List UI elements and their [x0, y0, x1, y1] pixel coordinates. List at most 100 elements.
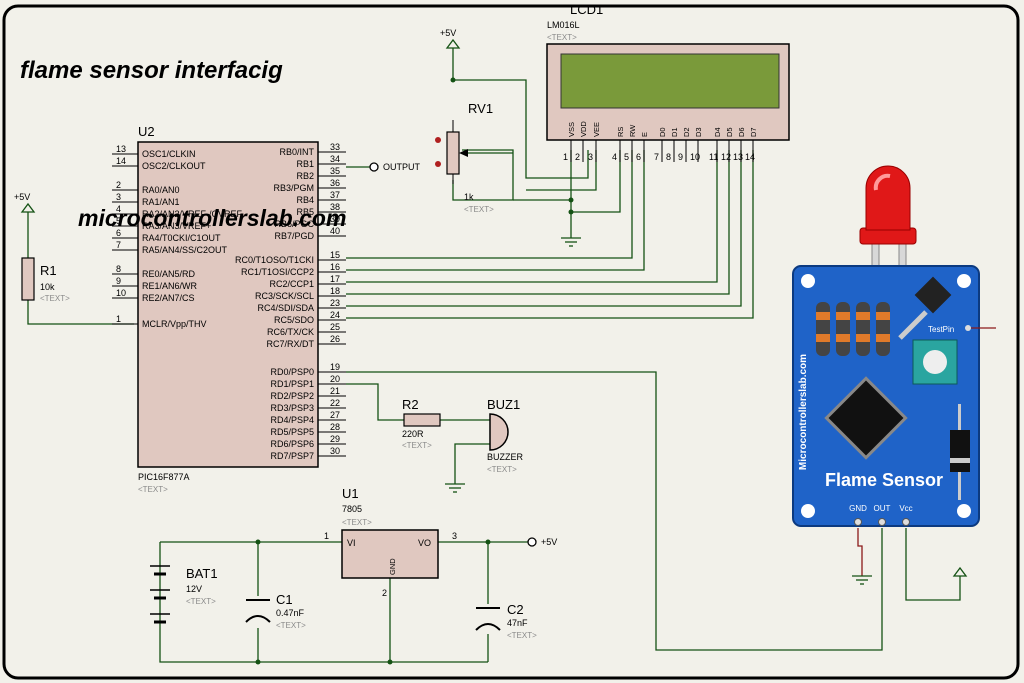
- mcu-pin-name: RD5/PSP5: [270, 427, 314, 437]
- mcu-pin-number: 25: [330, 322, 340, 332]
- module-pin-label: OUT: [874, 504, 891, 513]
- mcu-pin-name: RA2/AN2/VREF-/CVREF: [142, 209, 243, 219]
- u1-gnd: GND: [388, 558, 397, 575]
- r2-value: 220R: [402, 429, 424, 439]
- resistor-r2: R2 220R <TEXT>: [402, 397, 441, 450]
- mcu-pin-number: 36: [330, 178, 340, 188]
- mcu-pin-name: RE0/AN5/RD: [142, 269, 196, 279]
- mcu-pin-name: RE1/AN6/WR: [142, 281, 198, 291]
- mcu-pin-number: 20: [330, 374, 340, 384]
- mcu-pin-number: 15: [330, 250, 340, 260]
- u1-pin-gnd: 2: [382, 588, 387, 598]
- module-title: Flame Sensor: [825, 470, 943, 490]
- sheet-border: [2, 4, 1020, 680]
- mcu-pin-number: 28: [330, 422, 340, 432]
- lcd-pin-name: VEE: [592, 122, 601, 137]
- lcd-pin-number: 2: [575, 152, 580, 162]
- lcd-pin-number: 11: [709, 152, 718, 162]
- mcu-pin-number: 7: [116, 240, 121, 250]
- u2-text-tag: <TEXT>: [138, 485, 168, 494]
- r1-text-tag: <TEXT>: [40, 294, 70, 303]
- mcu-pin-number: 23: [330, 298, 340, 308]
- mcu-pin-number: 34: [330, 154, 340, 164]
- c2-value: 47nF: [507, 618, 528, 628]
- c2-ref: C2: [507, 602, 524, 617]
- lcd-pin-name: RS: [616, 127, 625, 137]
- junctions: [255, 77, 574, 665]
- vcc-symbol-r1: +5V: [14, 192, 36, 213]
- module-pin-header: [878, 518, 886, 526]
- r1-ref: R1: [40, 263, 57, 278]
- mcu-pin-name: RD7/PSP7: [270, 451, 314, 461]
- ground-symbol-sensor: [852, 575, 872, 585]
- transistor-icon: [914, 276, 952, 314]
- mcu-pin-number: 27: [330, 410, 340, 420]
- bat1-text-tag: <TEXT>: [186, 597, 216, 606]
- mcu-pin-number: 40: [330, 226, 340, 236]
- lcd-pin-number: 1: [563, 152, 568, 162]
- mcu-pin-number: 19: [330, 362, 340, 372]
- mcu-pin-name: RB0/INT: [279, 147, 314, 157]
- module-brand: Microcontrollerslab.com: [798, 354, 809, 470]
- mcu-pin-number: 39: [330, 214, 340, 224]
- lcd-pin-number: 12: [721, 152, 731, 162]
- u1-vi: VI: [347, 538, 356, 548]
- ground-symbol-buzzer: [445, 483, 465, 493]
- mcu-pin-name: RE2/AN7/CS: [142, 293, 195, 303]
- buz1-text-tag: <TEXT>: [487, 465, 517, 474]
- lcd-pin-name: D5: [725, 127, 734, 137]
- lcd-pin-number: 7: [654, 152, 659, 162]
- mcu-pin-name: RB3/PGM: [273, 183, 314, 193]
- lcd-pin-number: 4: [612, 152, 617, 162]
- flame-sensor-module: TestPin Microcontrollerslab.com Flame Se…: [792, 165, 996, 527]
- mcu-pin-number: 38: [330, 202, 340, 212]
- u2-part: PIC16F877A: [138, 472, 190, 482]
- output-label: OUTPUT: [383, 162, 421, 172]
- mcu-pin-name: RB5: [296, 207, 314, 217]
- ground-symbol-lcd: [561, 237, 581, 247]
- mcu-pin-number: 13: [116, 144, 126, 154]
- lcd-pin-number: 14: [745, 152, 755, 162]
- mcu-pin-number: 10: [116, 288, 126, 298]
- mcu-pin-number: 17: [330, 274, 340, 284]
- lcd-pin-name: D7: [749, 127, 758, 137]
- mcu-pin-number: 24: [330, 310, 340, 320]
- mcu-pin-name: MCLR/Vpp/THV: [142, 319, 207, 329]
- u1-vo: VO: [418, 538, 431, 548]
- lcd-pin-number: 5: [624, 152, 629, 162]
- mcu-pin-name: OSC1/CLKIN: [142, 149, 196, 159]
- svg-text:+5V: +5V: [541, 537, 557, 547]
- lcd-display: LCD1 LM016L <TEXT> VSS1VDD2VEE3RS4RW5E6D…: [546, 2, 790, 162]
- r1-value: 10k: [40, 282, 55, 292]
- lcd-pin-number: 8: [666, 152, 671, 162]
- u1-pin-out: 3: [452, 531, 457, 541]
- svg-text:+5V: +5V: [440, 28, 456, 38]
- resistor-r1: R1 10k <TEXT>: [21, 257, 70, 303]
- lcd-part: LM016L: [547, 20, 580, 30]
- mcu-pin-name: RD0/PSP0: [270, 367, 314, 377]
- mcu-pin-number: 18: [330, 286, 340, 296]
- mcu-pin-name: RA3/AN3/VREF+: [142, 221, 211, 231]
- lcd-pin-name: VSS: [567, 122, 576, 137]
- buz1-part: BUZZER: [487, 452, 524, 462]
- mcu-pin-number: 29: [330, 434, 340, 444]
- mcu-pin-number: 33: [330, 142, 340, 152]
- mcu-pin-name: RC7/RX/DT: [266, 339, 314, 349]
- mcu-pin-name: RC3/SCK/SCL: [255, 291, 314, 301]
- lcd-text-tag: <TEXT>: [547, 33, 577, 42]
- vcc-symbol-rv1: +5V: [440, 28, 461, 49]
- smd-resistors-icon: [816, 302, 890, 356]
- trimmer-pot-icon: [912, 339, 958, 385]
- u1-ref: U1: [342, 486, 359, 501]
- mcu-pin-number: 26: [330, 334, 340, 344]
- mcu-pin-name: RB7/PGD: [274, 231, 314, 241]
- u2-ref: U2: [138, 124, 155, 139]
- mcu-pin-name: RC4/SDI/SDA: [257, 303, 314, 313]
- lcd-pin-name: VDD: [579, 121, 588, 137]
- mcu-pin-number: 16: [330, 262, 340, 272]
- c1-value: 0.47nF: [276, 608, 305, 618]
- mcu-pin-name: RD6/PSP6: [270, 439, 314, 449]
